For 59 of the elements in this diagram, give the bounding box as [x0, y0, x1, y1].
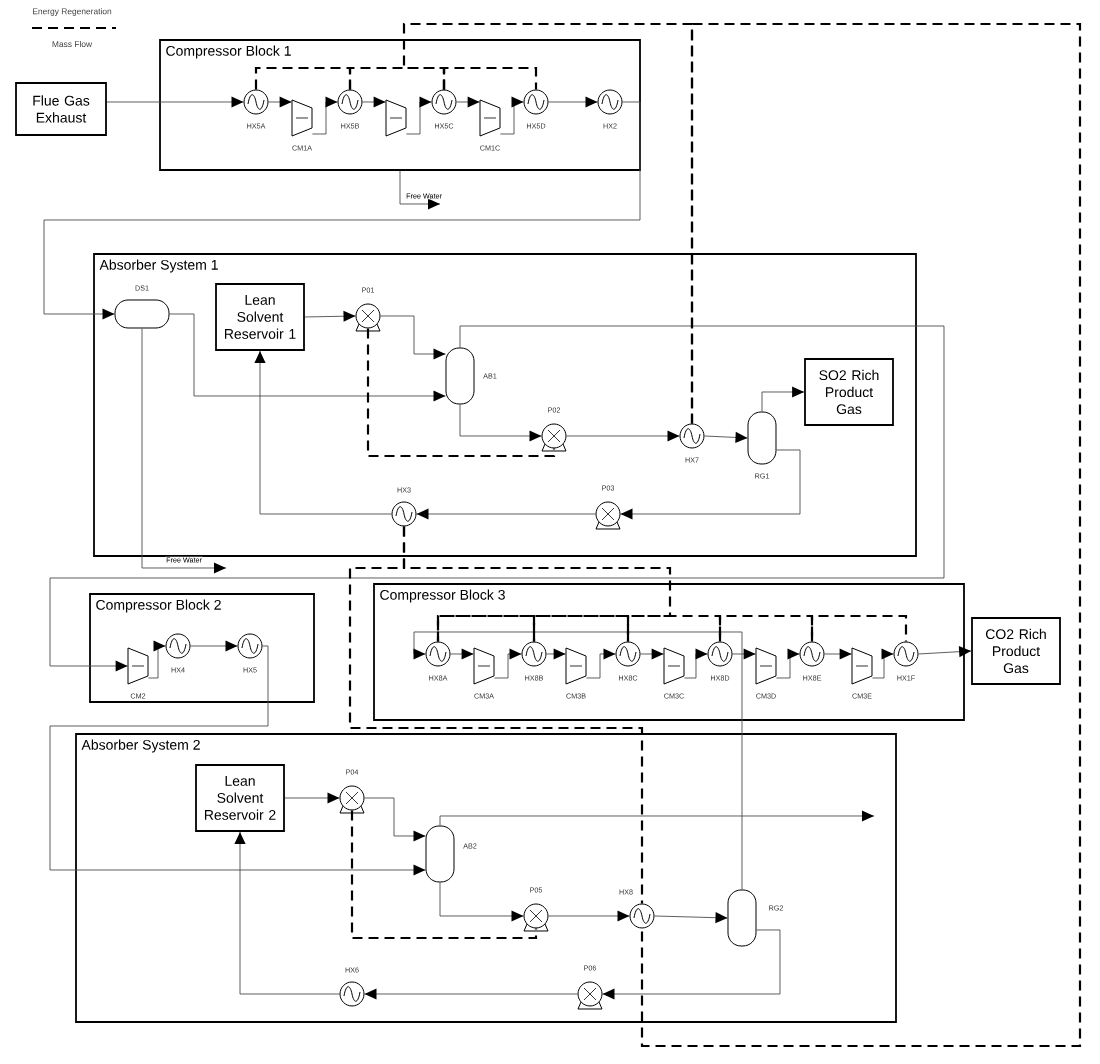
flow-line [546, 648, 567, 660]
energy-line [348, 526, 644, 904]
energy-line [640, 22, 1082, 1048]
flow-line [364, 797, 426, 842]
flow-line [918, 646, 972, 658]
flow-line [284, 792, 340, 804]
flow-line [141, 328, 227, 574]
flow-line [304, 310, 356, 322]
flow-line [704, 431, 748, 444]
flow-line [775, 648, 800, 679]
flow-line [640, 648, 665, 660]
flow-line [824, 648, 853, 660]
flow-line [456, 96, 481, 108]
flow-line [499, 96, 524, 135]
flow-line [234, 831, 340, 995]
flow-line [602, 929, 781, 1000]
compressor-symbol [385, 99, 407, 137]
energy-line [350, 810, 538, 940]
flow-line [49, 645, 426, 876]
flow-line [43, 101, 641, 320]
energy-line [348, 66, 446, 90]
flow-line [416, 508, 596, 520]
energy-line [442, 66, 538, 90]
flow-line [106, 96, 244, 108]
flow-line [268, 96, 293, 108]
flow-line [566, 430, 680, 442]
flow-line [450, 648, 475, 660]
energy-line [366, 328, 556, 458]
flow-line [147, 640, 166, 679]
flow-line [654, 912, 728, 924]
flow-line [380, 315, 446, 360]
flow-line [405, 96, 432, 135]
flow-line [254, 350, 392, 515]
flow-line [620, 449, 801, 520]
energy-line [436, 614, 536, 642]
flow-line [761, 386, 805, 412]
energy-line [810, 614, 908, 642]
flow-line [439, 882, 524, 922]
energy-line [718, 614, 814, 642]
flow-line [548, 910, 630, 922]
energy-line [626, 614, 722, 642]
flow-line [190, 640, 238, 652]
flow-line [683, 648, 708, 679]
energy-line [532, 614, 630, 642]
flow-line [871, 648, 894, 679]
flow-line [399, 170, 441, 210]
energy-line [254, 66, 352, 90]
flow-line [493, 648, 522, 679]
flow-line [311, 96, 338, 135]
flow-line [585, 648, 616, 679]
flow-line [732, 648, 757, 660]
flow-line [548, 96, 598, 108]
flow-line [49, 325, 945, 672]
flow-line [439, 810, 875, 826]
flow-line [364, 988, 578, 1000]
flow-line [169, 313, 446, 402]
flow-line [413, 631, 743, 890]
flow-line [362, 96, 387, 108]
flow-line [459, 404, 542, 442]
